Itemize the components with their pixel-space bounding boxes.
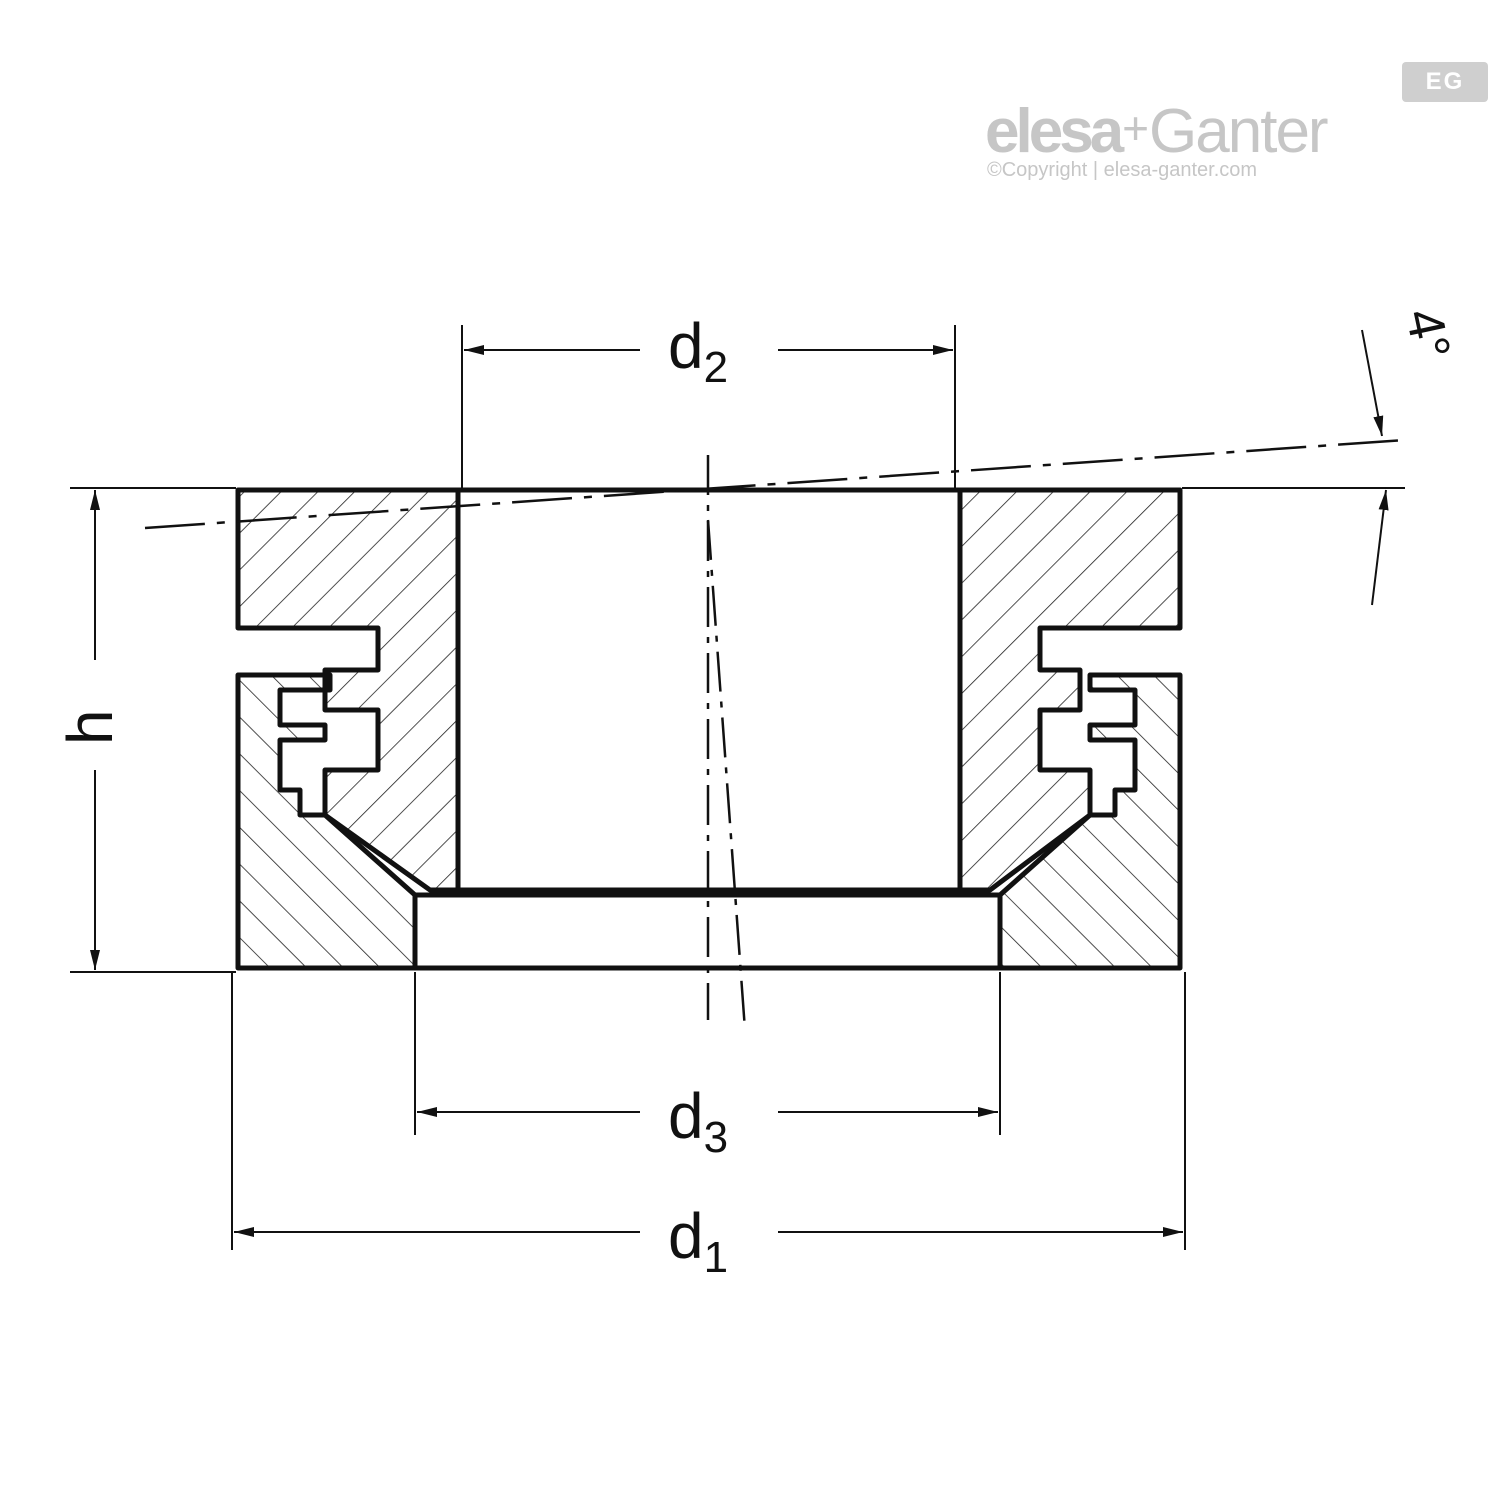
brand-ganter-text: Ganter: [1149, 97, 1329, 166]
base-body: [235, 672, 1183, 971]
d2-label: d: [668, 310, 704, 382]
tilt-line: [144, 438, 1406, 530]
svg-text:d1: d1: [668, 1200, 728, 1282]
copyright-text: ©Copyright | elesa-ganter.com: [987, 159, 1258, 181]
h-label: h: [54, 709, 126, 745]
svg-text:d2: d2: [668, 310, 728, 392]
svg-text:d3: d3: [668, 1080, 728, 1162]
extension-lines: [70, 325, 1405, 1250]
brand-plus-text: +: [1122, 102, 1149, 154]
brand-logo: elesa+Ganter ©Copyright | elesa-ganter.c…: [985, 95, 1455, 195]
brand-elesa-text: elesa: [985, 97, 1124, 166]
eg-logo-badge: EG: [1402, 62, 1488, 102]
dimension-d2: d2: [464, 310, 953, 392]
dimension-angle: 4°: [1361, 304, 1461, 606]
dimension-h: h: [54, 490, 126, 970]
dimension-d3: d3: [417, 1080, 998, 1162]
d1-subscript: 1: [704, 1233, 728, 1282]
d2-subscript: 2: [704, 343, 728, 392]
d1-label: d: [668, 1200, 704, 1272]
angle-label: 4°: [1394, 304, 1461, 365]
dimension-d1: d1: [234, 1200, 1183, 1282]
d3-subscript: 3: [704, 1113, 728, 1162]
tilt-center-line: [706, 519, 747, 1031]
d3-label: d: [668, 1080, 704, 1152]
